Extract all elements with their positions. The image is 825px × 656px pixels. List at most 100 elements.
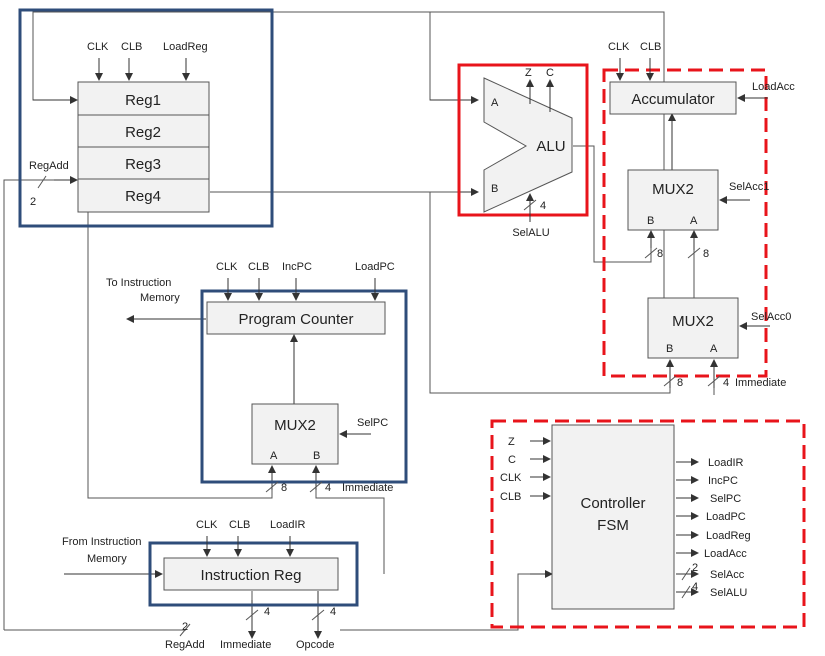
- register-file-frame: [18, 8, 274, 228]
- alu-sel-slash: [523, 199, 537, 211]
- alu-input-b-label: B: [491, 183, 498, 195]
- acc-mux0-b-label: B: [666, 343, 673, 355]
- program-counter-title: Program Counter: [238, 311, 353, 328]
- ir-input-label-line1: From Instruction: [62, 536, 141, 548]
- pc-mux-body: [251, 403, 339, 465]
- controller-selacc-slash: [681, 567, 691, 581]
- acc-mux1-b-label: B: [647, 215, 654, 227]
- acc-clk-label: CLK: [608, 41, 630, 53]
- acc-mux0-a-label: A: [710, 343, 718, 355]
- acc-mux1-b-slash: [644, 247, 658, 259]
- ir-out-opcode-label: Opcode: [296, 639, 335, 651]
- pc-clb-label: CLB: [248, 261, 269, 273]
- pc-mux-a-label: A: [270, 450, 278, 462]
- pc-mux-sel-label: SelPC: [357, 417, 388, 429]
- instruction-reg-title: Instruction Reg: [201, 567, 302, 584]
- pc-load-label: LoadPC: [355, 261, 395, 273]
- instruction-reg-group: CLK CLB LoadIR Instruction Reg From Inst…: [62, 519, 359, 651]
- acc-mux1-title: MUX2: [652, 181, 694, 198]
- controller-title-line2: FSM: [597, 517, 629, 534]
- regfile-addr-width: 2: [30, 196, 36, 208]
- accumulator-title: Accumulator: [631, 91, 714, 108]
- reg2-label: Reg2: [125, 124, 161, 141]
- controller-out-loadacc: LoadAcc: [704, 548, 747, 560]
- acc-mux1-a-slash: [687, 247, 701, 259]
- acc-mux0-body: [647, 297, 739, 359]
- acc-mux0-a-slash: [707, 375, 721, 387]
- ir-out-regadd-label: RegAdd: [165, 639, 205, 651]
- alu-flag-c-label: C: [546, 67, 554, 79]
- pc-mux-a-width: 8: [281, 482, 287, 494]
- reg1-label: Reg1: [125, 92, 161, 109]
- acc-mux0-sel-label: SelAcc0: [751, 311, 791, 323]
- alu-frame: [457, 63, 589, 217]
- accumulator-frame: [602, 68, 768, 378]
- pc-mux-a-slash: [265, 481, 279, 493]
- program-counter-body: [206, 301, 386, 335]
- controller-frame: [490, 419, 806, 629]
- ir-clk-label: CLK: [196, 519, 218, 531]
- acc-mux1-sel-label: SelAcc1: [729, 181, 769, 193]
- ir-immediate-slash: [245, 609, 259, 621]
- controller-body: [551, 424, 675, 610]
- alu-title: ALU: [536, 138, 565, 155]
- ir-clb-label: CLB: [229, 519, 250, 531]
- regfile-clb-label: CLB: [121, 41, 142, 53]
- ir-out-immediate-label: Immediate: [220, 639, 271, 651]
- pc-mux-b-slash: [309, 481, 323, 493]
- program-counter-frame: [200, 289, 408, 484]
- acc-mux0-b-slash: [663, 375, 677, 387]
- acc-mux1-a-label: A: [690, 215, 698, 227]
- regfile-load-label: LoadReg: [163, 41, 208, 53]
- pc-output-label-line1: To Instruction: [106, 277, 171, 289]
- controller-selacc-width: 2: [692, 562, 698, 574]
- alu-unit: ALU A B Z C 4 SelALU: [457, 63, 589, 239]
- alu-sel-label: SelALU: [512, 227, 549, 239]
- controller-input-c: C: [508, 454, 516, 466]
- alu-flag-z-label: Z: [525, 67, 532, 79]
- routing-wires: [3, 11, 718, 639]
- pc-output-label-line2: Memory: [140, 292, 180, 304]
- controller-input-clk: CLK: [500, 472, 522, 484]
- accumulator-group: CLK CLB Accumulator LoadAcc MUX2 B A Sel…: [602, 41, 795, 389]
- pc-mux-b-label: B: [313, 450, 320, 462]
- controller-out-selpc: SelPC: [710, 493, 741, 505]
- acc-mux0-immediate-label: Immediate: [735, 377, 786, 389]
- acc-clb-label: CLB: [640, 41, 661, 53]
- controller-selalu-slash: [681, 585, 691, 599]
- alu-input-a-label: A: [491, 97, 499, 109]
- pc-mux-title: MUX2: [274, 417, 316, 434]
- controller-group: Controller FSM Z C CLK CLB 2 4 LoadIR In…: [490, 419, 806, 629]
- alu-sel-width: 4: [540, 200, 546, 212]
- controller-out-loadreg: LoadReg: [706, 530, 751, 542]
- reg3-label: Reg3: [125, 156, 161, 173]
- ir-regadd-slash: [179, 623, 191, 637]
- controller-out-selalu: SelALU: [710, 587, 747, 599]
- controller-out-loadir: LoadIR: [708, 457, 744, 469]
- controller-input-z: Z: [508, 436, 515, 448]
- controller-out-selacc: SelAcc: [710, 569, 745, 581]
- controller-selalu-width: 4: [692, 581, 698, 593]
- pc-mux-immediate-label: Immediate: [342, 482, 393, 494]
- ir-load-label: LoadIR: [270, 519, 306, 531]
- acc-mux1-b-width: 8: [657, 248, 663, 260]
- register-file: CLK CLB LoadReg Reg1 Reg2 Reg3 Reg4 RegA…: [18, 8, 274, 228]
- acc-mux1-a-width: 8: [703, 248, 709, 260]
- controller-out-incpc: IncPC: [708, 475, 738, 487]
- regfile-addr-slash: [37, 175, 47, 189]
- program-counter-group: CLK CLB IncPC LoadPC Program Counter To …: [106, 261, 408, 494]
- ir-opcode-slash: [311, 609, 325, 621]
- ir-immediate-width: 4: [264, 606, 270, 618]
- controller-out-loadpc: LoadPC: [706, 511, 746, 523]
- pc-inc-label: IncPC: [282, 261, 312, 273]
- controller-title-line1: Controller: [580, 495, 645, 512]
- acc-mux1-body: [627, 169, 719, 231]
- acc-mux0-a-width: 4: [723, 377, 729, 389]
- regfile-addr-label: RegAdd: [29, 160, 69, 172]
- acc-mux0-b-width: 8: [677, 377, 683, 389]
- ir-opcode-width: 4: [330, 606, 336, 618]
- regfile-clk-label: CLK: [87, 41, 109, 53]
- controller-input-clb: CLB: [500, 491, 521, 503]
- acc-mux0-title: MUX2: [672, 313, 714, 330]
